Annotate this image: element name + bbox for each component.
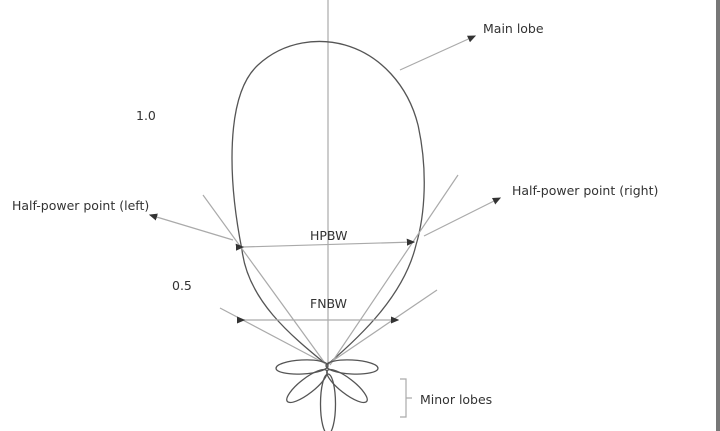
main-lobe-label: Main lobe — [483, 21, 544, 36]
hp-right-arrow — [423, 197, 502, 237]
minor-lobe-right — [325, 359, 379, 375]
tangent-line-right — [329, 174, 459, 366]
minor-lobe-lower-right — [326, 368, 368, 404]
minor-lobes-label: Minor lobes — [420, 392, 492, 407]
minor-lobes-bracket — [400, 378, 412, 418]
hp-right-label: Half-power point (right) — [512, 183, 658, 198]
hpbw-label: HPBW — [310, 228, 347, 243]
hpbw-arrow — [235, 238, 416, 251]
level-05-label: 0.5 — [172, 278, 192, 293]
tangent-line-left — [202, 194, 328, 367]
main-lobe-arrow — [399, 35, 477, 71]
minor-lobe-lower-left — [286, 368, 328, 404]
minor-lobe-left — [275, 359, 329, 375]
hp-left-arrow — [148, 213, 234, 241]
fnbw-label: FNBW — [310, 296, 347, 311]
edge-bar — [716, 0, 720, 431]
hp-left-label: Half-power point (left) — [12, 198, 149, 213]
null-line-left — [219, 307, 327, 365]
minor-lobe-bottom — [319, 373, 337, 431]
null-line-right — [330, 289, 438, 363]
minor-lobes — [275, 359, 379, 431]
level-1-label: 1.0 — [136, 108, 156, 123]
